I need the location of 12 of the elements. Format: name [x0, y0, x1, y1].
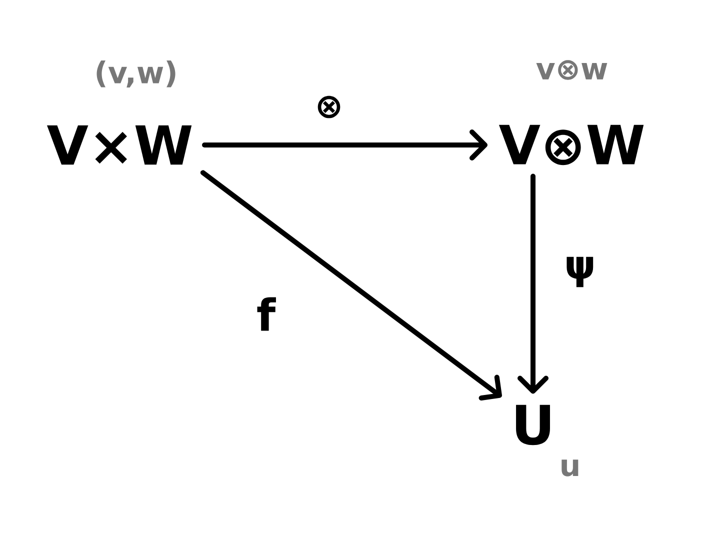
math-label: V×W — [46, 125, 192, 165]
edge-label: ψ — [562, 254, 598, 290]
arrow — [200, 170, 502, 401]
element-label: (v,w) — [96, 60, 176, 88]
arrow — [518, 174, 548, 394]
edge-label: f — [254, 295, 278, 333]
edge-label: ⊗ — [312, 94, 346, 120]
element-label: v⊗w — [536, 60, 608, 80]
math-label: V⊗W — [498, 124, 644, 166]
element-label: u — [562, 460, 578, 476]
arrow — [202, 130, 488, 160]
math-label: U — [516, 404, 550, 446]
